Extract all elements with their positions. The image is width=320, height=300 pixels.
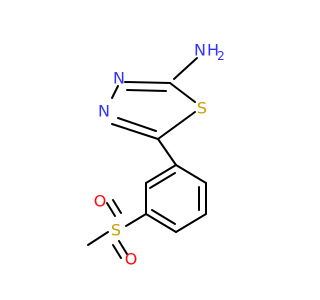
amine-nitrogen-label: N — [194, 41, 206, 60]
bond-c5-phenyl — [157, 138, 177, 166]
atom-labels: N N S N H 2 S O O — [94, 41, 225, 269]
bond-ph-d-c-inner — [151, 209, 176, 225]
nitrogen-n4-label: N — [98, 102, 110, 121]
thiadiazole-ring-bonds — [111, 81, 196, 140]
bond-n3-c2-double — [126, 89, 167, 92]
benzene-ring-bonds — [145, 164, 207, 233]
bond-s-o-bottom-2 — [118, 240, 128, 255]
bond-s1-c2 — [169, 82, 196, 103]
nitrogen-n3-label: N — [113, 69, 125, 88]
canvas-background — [0, 0, 300, 300]
bond-n3-n4 — [111, 85, 119, 99]
sulfonyl-bonds — [87, 199, 147, 259]
bond-n4-c5 — [111, 123, 159, 140]
bond-n4-c5-double — [117, 117, 157, 132]
bond-s-ch3 — [87, 231, 109, 246]
amine-hydrogen-label: H — [207, 41, 219, 60]
bond-s-o-bottom-1 — [112, 244, 122, 259]
bond-c5-s1 — [157, 111, 196, 140]
sulfonyl-sulfur-label: S — [111, 221, 121, 240]
bond-ph-a-f — [175, 164, 207, 184]
sulfur-ring-label: S — [197, 99, 207, 118]
oxygen-bottom-label: O — [125, 250, 138, 269]
bond-ph-a-b-inner — [149, 172, 176, 189]
bond-s-o-top-2 — [112, 199, 122, 214]
bond-ph-s — [125, 213, 147, 227]
bond-ph-d-c — [145, 213, 177, 233]
bond-ph-e-d — [175, 213, 207, 233]
bond-s-o-top-1 — [106, 202, 116, 217]
bond-ph-a-b — [145, 164, 177, 184]
amine-hydrogen-count: 2 — [217, 49, 225, 63]
molecule-diagram: N N S N H 2 S O O — [0, 0, 300, 300]
bond-c2-nh2 — [173, 57, 198, 80]
oxygen-top-label: O — [94, 192, 107, 211]
bond-n3-c2 — [124, 81, 171, 84]
